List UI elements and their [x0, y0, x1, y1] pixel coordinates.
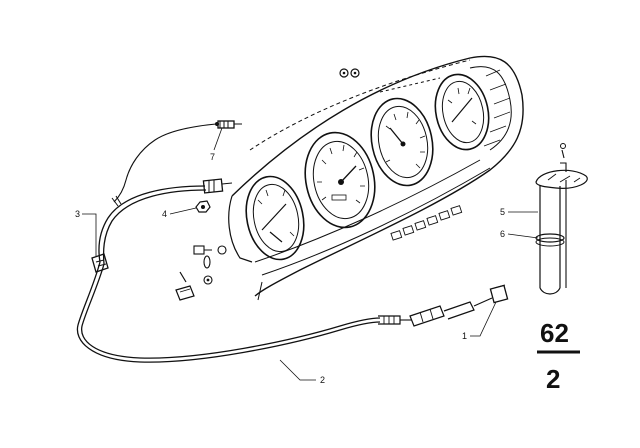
speedometer-cable [76, 178, 412, 363]
callout-3: 3 [75, 209, 80, 219]
instrument-cluster-housing [228, 55, 524, 301]
callout-1: 1 [462, 331, 467, 341]
bulb-holder-parts [175, 245, 227, 301]
sensor-wire [113, 123, 217, 203]
cable-adapter [409, 284, 509, 327]
group-reference: 62 2 [537, 318, 580, 394]
gauge-tachometer [370, 97, 434, 187]
callout-2: 2 [320, 375, 325, 385]
group-ref-bottom: 2 [546, 364, 560, 394]
group-ref-top: 62 [540, 318, 569, 348]
leader-lines [82, 127, 539, 381]
callout-5: 5 [500, 207, 505, 217]
callout-6: 6 [500, 229, 505, 239]
callout-4: 4 [162, 209, 167, 219]
gauge-small-right [434, 73, 490, 151]
fuel-level-sender [535, 143, 588, 295]
gauge-speedometer [304, 131, 376, 229]
bulb-sockets-top [339, 68, 360, 78]
callout-7: 7 [210, 152, 215, 162]
nut-part [195, 200, 211, 213]
gauge-small-left [245, 175, 305, 261]
temperature-sensor [215, 120, 242, 129]
sensor-wire-clip [111, 195, 122, 207]
